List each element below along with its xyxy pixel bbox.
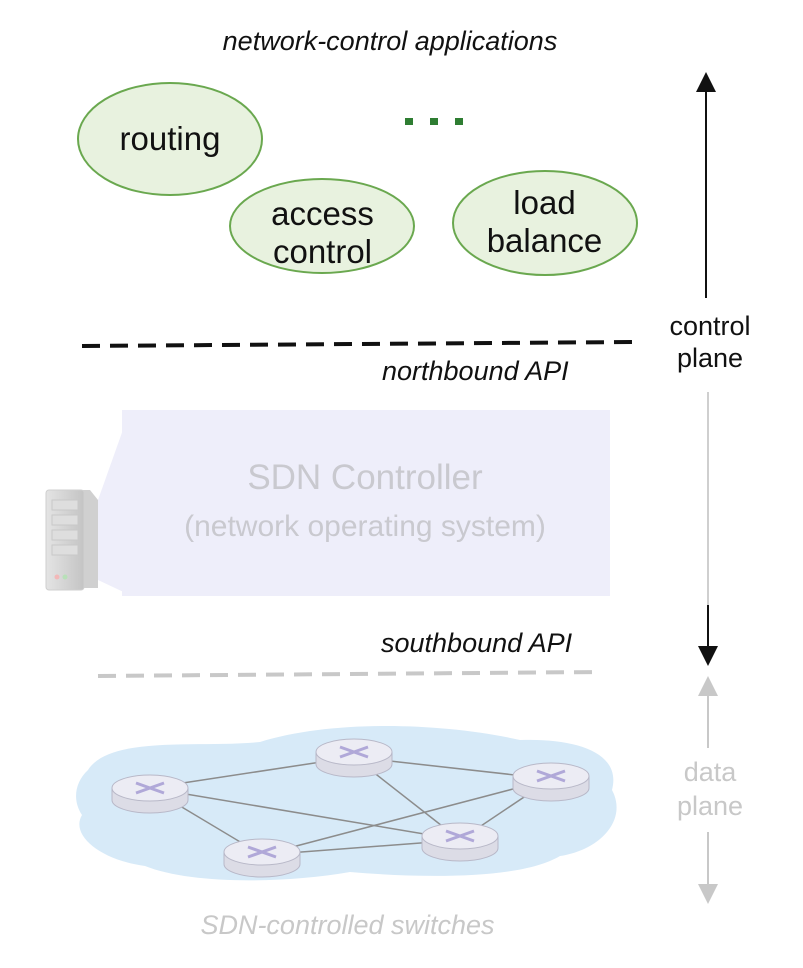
controller-subtitle: (network operating system) <box>184 510 546 543</box>
northbound-api-label: northbound API <box>382 356 569 386</box>
app-label-access-control: access control <box>230 195 415 271</box>
switches-caption: SDN-controlled switches <box>200 910 495 940</box>
applications-heading: network-control applications <box>222 26 558 56</box>
ellipsis-dots <box>405 118 463 125</box>
data-plane-line: data <box>683 757 737 787</box>
southbound-api-label: southbound API <box>381 628 573 658</box>
switch-icon <box>315 738 393 778</box>
switch-icon <box>223 838 301 878</box>
app-label-line: control <box>272 233 373 270</box>
app-label-load-balance: load balance <box>452 184 637 260</box>
control-plane-label: control plane <box>655 310 765 374</box>
northbound-api-line <box>81 340 636 348</box>
controller-panel <box>122 410 610 596</box>
app-label-line: load <box>513 184 576 221</box>
server-icon <box>45 489 98 591</box>
controller-title: SDN Controller <box>247 458 483 497</box>
switch-icon <box>512 762 590 802</box>
app-label-routing: routing <box>80 120 260 158</box>
app-label-line: routing <box>119 120 221 157</box>
app-bubble-routing <box>77 82 263 196</box>
control-plane-line: control <box>669 311 751 341</box>
app-label-line: balance <box>486 222 603 259</box>
switch-icon <box>421 822 499 862</box>
data-plane-line: plane <box>676 791 744 821</box>
app-label-line: access <box>271 195 374 232</box>
southbound-api-line <box>97 670 601 678</box>
app-bubble-access-control <box>229 178 415 274</box>
app-bubble-load-balance <box>452 170 638 276</box>
switch-icon <box>111 774 189 814</box>
data-plane-label: data plane <box>655 755 765 823</box>
control-plane-line: plane <box>676 343 744 373</box>
